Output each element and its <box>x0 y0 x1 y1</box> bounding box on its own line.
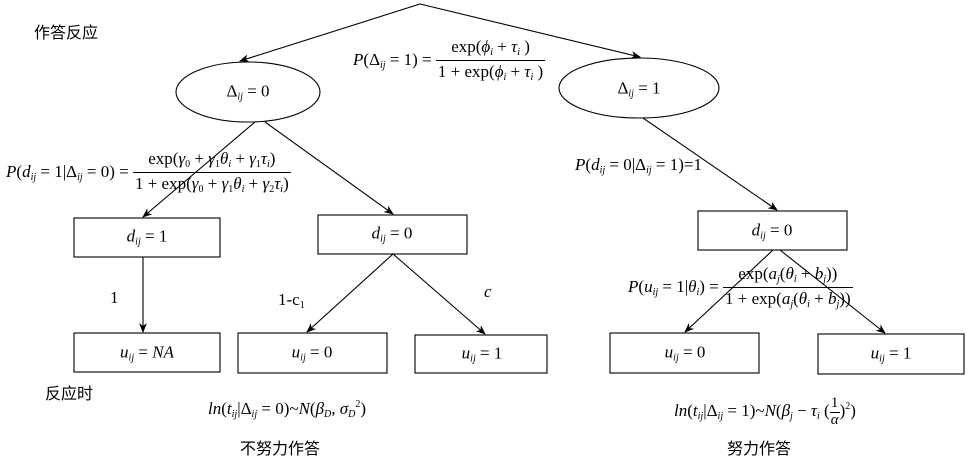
node-u1-mid-label: uij = 1 <box>461 343 503 365</box>
edge-d0-to-u1 <box>392 253 486 335</box>
formula-p-u-fraction: exp(aj(θi + bj)) 1 + exp(aj(θi + bj)) <box>723 265 853 310</box>
node-u1-mid-box <box>414 334 548 374</box>
section-label-effortful: 努力作答 <box>727 439 792 458</box>
edge-d0r-to-u1r <box>779 249 886 334</box>
formula-p-u-numerator: exp(aj(θi + bj)) <box>723 265 853 288</box>
node-u0-right-label: uij = 0 <box>664 342 706 364</box>
rt-formula-non-effortful: ln(tij|Δij = 0)~N(βD, σD2) <box>208 399 367 420</box>
node-d1-left-label: dij = 1 <box>126 226 168 248</box>
formula-p-delta-fraction: exp(ϕi + τi ) 1 + exp(ϕi + τi ) <box>435 38 546 83</box>
node-u0-mid-label: uij = 0 <box>291 342 333 364</box>
edge-delta0-to-d0 <box>264 121 394 215</box>
formula-p-delta-numerator: exp(ϕi + τi ) <box>435 38 546 61</box>
edge-label-one-minus-c1: 1-c1 <box>278 290 305 311</box>
node-d1-left-box <box>73 217 221 258</box>
node-una-label: uij = NA <box>120 342 174 364</box>
edge-root-to-delta1 <box>419 3 641 59</box>
node-una-box <box>73 332 221 373</box>
edge-d0-to-u0 <box>306 253 394 333</box>
edge-delta1-to-d0 <box>642 117 778 211</box>
node-u0-right-box <box>609 332 760 374</box>
formula-p-d-given-delta0: P(dij = 1|Δij = 0) = exp(γ0 + γ1θi + γ1τ… <box>6 150 291 195</box>
formula-p-d-numerator: exp(γ0 + γ1θi + γ1τi) <box>132 150 291 173</box>
node-delta1-label: Δij = 1 <box>617 78 661 100</box>
formula-p-d-given-delta1: P(dij = 0|Δij = 1)=1 <box>575 155 702 176</box>
formula-p-d-denominator: 1 + exp(γ0 + γ1θi + γ2τi) <box>134 174 289 195</box>
section-label-response-time: 反应时 <box>45 384 94 403</box>
node-d0-mid-box <box>317 214 468 255</box>
formula-p-u-given-theta: P(uij = 1|θi) = exp(aj(θi + bj)) 1 + exp… <box>628 265 853 310</box>
edge-label-one: 1 <box>110 288 119 307</box>
edge-label-c: c <box>484 282 492 301</box>
node-d0-mid-label: dij = 0 <box>371 223 413 245</box>
formula-p-d-lhs: P(dij = 1|Δij = 0) = <box>6 161 129 183</box>
edge-delta0-to-d1 <box>142 121 256 218</box>
edge-root-to-delta0 <box>239 3 421 63</box>
node-u1-right-label: uij = 1 <box>870 343 912 365</box>
node-delta0-ellipse <box>175 61 321 123</box>
section-label-non-effortful: 不努力作答 <box>240 439 321 458</box>
formula-p-u-lhs: P(uij = 1|θi) = <box>628 276 719 298</box>
formula-p-delta-denominator: 1 + exp(ϕi + τi ) <box>437 62 544 83</box>
edge-d0r-to-u0r <box>684 249 774 333</box>
node-u0-mid-box <box>237 332 388 374</box>
node-delta0-label: Δij = 0 <box>226 81 270 103</box>
formula-p-u-denominator: 1 + exp(aj(θi + bj)) <box>725 289 851 310</box>
section-label-response: 作答反应 <box>34 23 99 42</box>
formula-p-d-fraction: exp(γ0 + γ1θi + γ1τi) 1 + exp(γ0 + γ1θi … <box>132 150 291 195</box>
node-d0-right-label: dij = 0 <box>751 220 793 242</box>
node-delta1-ellipse <box>558 57 720 119</box>
node-u1-right-box <box>817 333 965 375</box>
formula-p-delta: P(P(ΔΔij = 1) = exp(ϕi + τi ) 1 + exp(ϕi… <box>353 37 546 83</box>
node-d0-right-box <box>697 210 848 251</box>
